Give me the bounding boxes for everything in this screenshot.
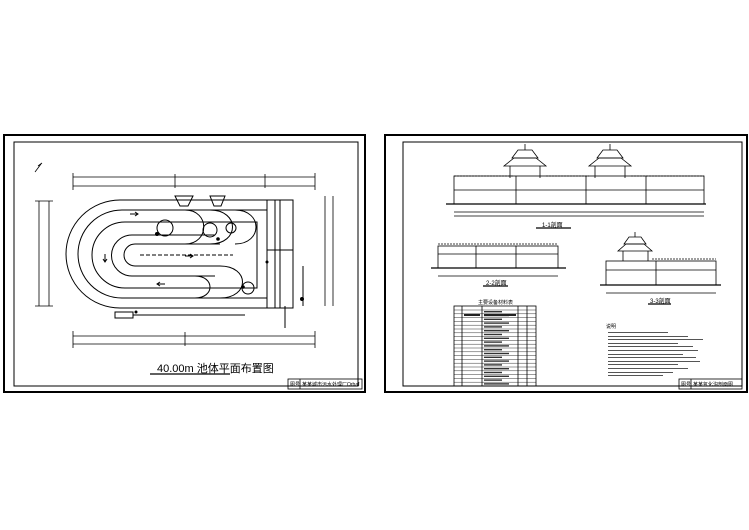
table-cell-mark (484, 345, 509, 347)
note-text-line (608, 350, 698, 351)
table-cell-mark (484, 333, 502, 336)
table-cell-mark (484, 326, 502, 328)
section-3-3 (600, 232, 721, 305)
inner-frame (402, 141, 743, 387)
note-text-line (608, 346, 693, 348)
title-block (287, 378, 363, 390)
titleblock-title: 某某城市污水处理厂Orbal氧化沟平面布置图 (302, 382, 360, 388)
title-block (678, 378, 743, 390)
table-cell-mark (484, 311, 502, 313)
drawing-title: 40.00m 池体平面布置图 (157, 363, 274, 375)
section-label-b: 2-2剖面 (486, 281, 507, 287)
table-cell-mark (484, 360, 509, 362)
table-cell-mark (484, 379, 502, 381)
section-label-c: 3-3剖面 (650, 299, 671, 305)
section-drawing (402, 141, 743, 390)
inner-frame (13, 141, 359, 387)
table-cell-mark (484, 352, 509, 355)
note-text-line (608, 368, 688, 369)
equipment-marks (134, 232, 304, 314)
section-1-1 (446, 144, 706, 229)
table-cell-mark (484, 371, 502, 374)
table-cell-mark (484, 356, 502, 358)
note-text-line (608, 353, 683, 355)
oxidation-ditch (65, 195, 304, 328)
note-text-line (608, 357, 696, 359)
table-rows (454, 309, 536, 385)
table-cell-mark (484, 368, 509, 370)
table-cell-mark (484, 330, 509, 332)
plan-drawing (13, 141, 363, 390)
table-cell-mark (484, 322, 509, 324)
section-2-2 (431, 243, 566, 287)
note-text-line (608, 360, 700, 362)
table-cell-mark (484, 337, 509, 339)
note-text-line (608, 339, 703, 341)
titleblock-title: 某某氧化沟剖面图 (693, 382, 734, 388)
table-cell-mark (484, 375, 509, 377)
table-title: 主要设备材料表 (478, 300, 514, 306)
note-text-line (608, 364, 678, 366)
table-cell-mark (484, 383, 509, 385)
note-text-line (608, 371, 673, 373)
plan-drawing-sheet: 40.00m 池体平面布置图 图号 某某城市污水处理厂Orbal氧化沟平面布置图 (3, 134, 366, 393)
notes-heading: 说明 (606, 324, 617, 330)
titleblock-number: 图号 (681, 382, 692, 388)
section-label-a: 1-1剖面 (542, 223, 563, 229)
table-cell-mark (484, 349, 502, 351)
titleblock-number: 图号 (290, 382, 301, 388)
note-text-line (608, 335, 688, 337)
table-cell-mark (484, 364, 502, 366)
north-arrow-icon (34, 162, 43, 173)
table-cell-mark (484, 341, 502, 343)
note-text-line (608, 375, 663, 377)
section-drawing-sheet: 1-1剖面 2-2剖面 3-3剖面 主要设备材料表 说明 图号 某某氧化沟剖面图 (384, 134, 748, 393)
table-cell-mark (484, 318, 502, 320)
material-table (453, 305, 537, 387)
table-text-marks (464, 314, 516, 316)
note-text-line (608, 332, 668, 333)
note-text-line (608, 342, 678, 344)
